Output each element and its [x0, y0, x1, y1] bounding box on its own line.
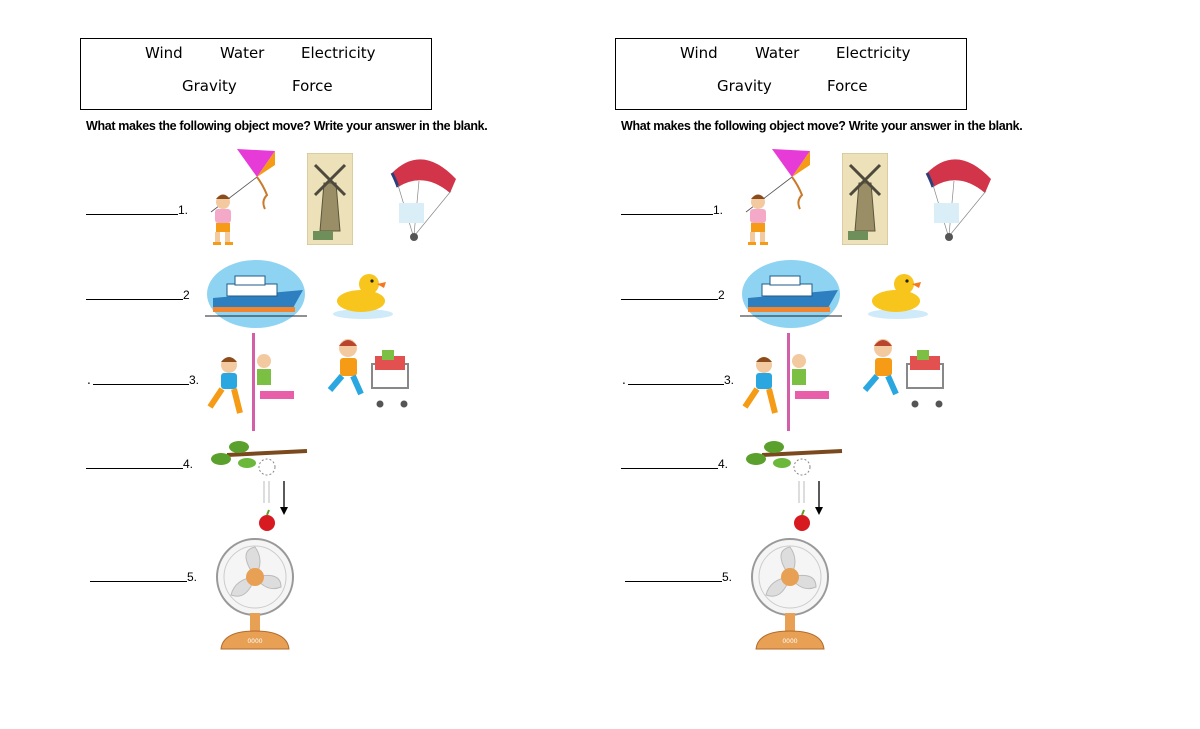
fan-buttons: 0000 — [782, 638, 797, 645]
kite-boy-picture — [210, 149, 275, 245]
item-number: 5. — [187, 570, 198, 584]
worksheet-right: Wind Water Electricity Gravity Force Wha… — [535, 0, 1095, 729]
worksheet-left: Wind Water Electricity Gravity Force Wha… — [0, 0, 560, 729]
parachute-picture — [390, 159, 456, 241]
boat-picture — [205, 260, 307, 328]
parachute-picture — [925, 159, 991, 241]
windmill-picture — [842, 153, 888, 245]
word-wind: Wind — [680, 44, 718, 62]
word-bank-box: Wind Water Electricity Gravity Force — [80, 38, 432, 110]
instructions: What makes the following object move? Wr… — [86, 119, 488, 133]
word-wind: Wind — [145, 44, 183, 62]
item-number: 3. — [724, 373, 735, 387]
item-number: 4. — [183, 457, 194, 471]
fan-buttons: 0000 — [247, 638, 262, 645]
word-gravity: Gravity — [717, 77, 772, 95]
kid-cart-picture — [862, 339, 944, 408]
kids-swing-picture — [742, 333, 829, 431]
word-gravity: Gravity — [182, 77, 237, 95]
rubber-duck-picture — [868, 274, 928, 319]
kite-boy-picture — [745, 149, 810, 245]
instructions: What makes the following object move? Wr… — [621, 119, 1023, 133]
word-electricity: Electricity — [836, 44, 911, 62]
kid-cart-picture — [327, 339, 409, 408]
item-number: 4. — [718, 457, 729, 471]
item-number: 1. — [178, 203, 189, 217]
item-number: 2 — [718, 288, 725, 302]
falling-apple-picture — [211, 441, 308, 531]
kids-swing-picture — [207, 333, 294, 431]
item-number: 5. — [722, 570, 733, 584]
word-water: Water — [220, 44, 265, 62]
word-force: Force — [292, 77, 333, 95]
item-number: 2 — [183, 288, 190, 302]
item-number: 1. — [713, 203, 724, 217]
boat-picture — [740, 260, 842, 328]
electric-fan-picture: 0000 — [751, 538, 829, 650]
word-force: Force — [827, 77, 868, 95]
word-bank-box: Wind Water Electricity Gravity Force — [615, 38, 967, 110]
rubber-duck-picture — [333, 274, 393, 319]
word-electricity: Electricity — [301, 44, 376, 62]
windmill-picture — [307, 153, 353, 245]
word-water: Water — [755, 44, 800, 62]
falling-apple-picture — [746, 441, 843, 531]
item-number: 3. — [189, 373, 200, 387]
electric-fan-picture: 0000 — [216, 538, 294, 650]
